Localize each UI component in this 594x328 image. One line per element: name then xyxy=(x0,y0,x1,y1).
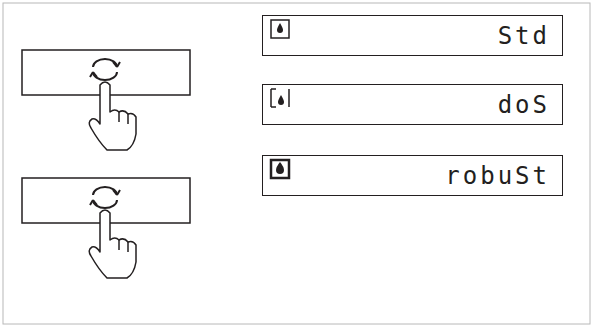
display-box: robuSt xyxy=(262,155,563,196)
pressing-hand xyxy=(89,210,136,278)
toggle-icon xyxy=(90,59,120,80)
display-symbol xyxy=(271,20,289,38)
frame xyxy=(3,3,590,324)
display-box: Std xyxy=(262,15,563,56)
button-press xyxy=(22,50,190,150)
display-box: doS xyxy=(262,84,563,125)
display-reading: robuSt xyxy=(445,162,550,190)
button-press xyxy=(22,178,190,278)
display-symbol xyxy=(271,89,289,107)
display-symbol xyxy=(271,160,289,178)
display-reading: doS xyxy=(498,91,550,119)
display-reading: Std xyxy=(498,22,550,50)
pressing-hand xyxy=(89,82,136,150)
toggle-icon xyxy=(90,187,120,208)
